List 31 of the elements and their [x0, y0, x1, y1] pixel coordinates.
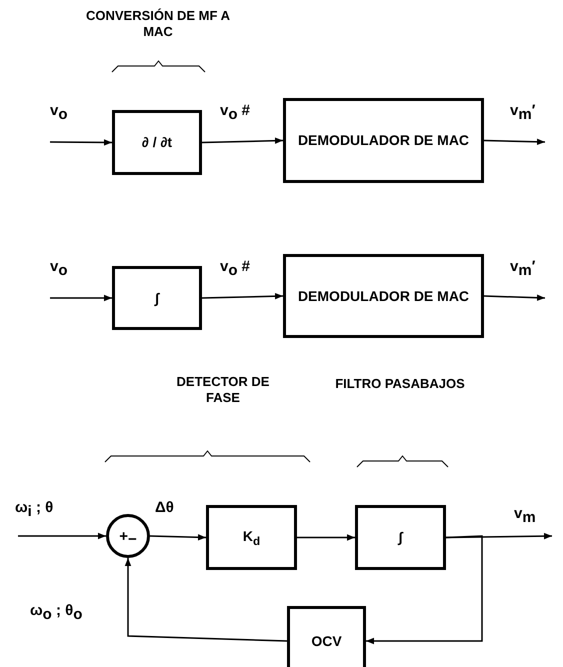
block-label: DEMODULADOR DE MAC — [298, 286, 470, 306]
group-label: DETECTOR DE FASE — [176, 374, 270, 406]
summing-junction — [106, 514, 150, 558]
group-label: FILTRO PASABAJOS — [334, 376, 466, 392]
block-label: K$_{d}$ — [242, 526, 260, 548]
block-label: ∫ — [155, 288, 159, 308]
block-label: OCV — [311, 632, 342, 650]
block-label: ∂ / ∂t — [142, 133, 172, 152]
arrow — [297, 534, 355, 541]
block-box — [283, 98, 484, 183]
block-box — [206, 505, 297, 570]
arrow — [484, 294, 546, 301]
block-box — [355, 505, 446, 570]
arrow — [50, 139, 112, 146]
block-box — [287, 606, 366, 667]
block-label: ∫ — [398, 528, 402, 547]
block-box — [112, 266, 202, 330]
sign-label: + — [119, 528, 128, 544]
arrow — [366, 535, 483, 644]
group-label: CONVERSIÓN DE MF A MAC — [85, 8, 231, 40]
block-box — [283, 254, 484, 338]
arrow — [150, 534, 206, 540]
arrow — [202, 138, 284, 144]
block-box — [112, 110, 202, 175]
block-label: DEMODULADOR DE MAC — [298, 131, 470, 150]
arrow — [18, 532, 106, 540]
arrow — [484, 138, 546, 145]
arrow — [124, 558, 288, 642]
arrow — [202, 293, 284, 300]
sign-label: − — [128, 532, 137, 546]
arrow — [50, 294, 112, 302]
